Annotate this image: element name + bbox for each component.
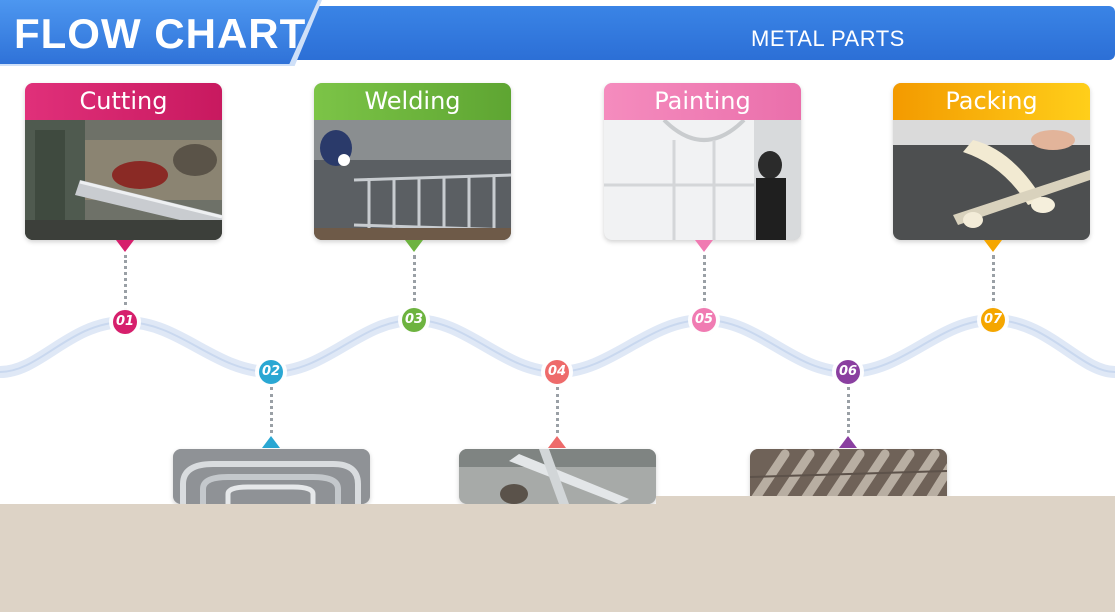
step-number-06: 06 <box>836 360 860 384</box>
step-card-painting: Painting <box>604 83 801 240</box>
footer-band <box>0 504 1115 612</box>
connector-04 <box>556 387 559 433</box>
step-label: Packing <box>893 83 1090 120</box>
step-marker-06 <box>839 436 857 448</box>
bent-tubes-photo <box>173 449 370 504</box>
polished-tubes-photo <box>459 449 656 504</box>
header-bar: METAL PARTS <box>280 6 1115 60</box>
step-card-welding: Welding <box>314 83 511 240</box>
painting-photo <box>604 120 801 240</box>
connector-01 <box>124 255 127 311</box>
pipe-cutting-photo <box>25 120 222 240</box>
step-number-02: 02 <box>259 360 283 384</box>
step-card-packing: Packing <box>893 83 1090 240</box>
step-marker-03 <box>405 240 423 252</box>
step-marker-05 <box>695 240 713 252</box>
step-card-04 <box>459 449 656 504</box>
pipe-stack-photo <box>750 449 947 504</box>
step-marker-02 <box>262 436 280 448</box>
step-card-cutting: Cutting <box>25 83 222 240</box>
step-label: Welding <box>314 83 511 120</box>
connector-03 <box>413 255 416 309</box>
step-number-03: 03 <box>402 308 426 332</box>
packing-photo <box>893 120 1090 240</box>
step-number-07: 07 <box>981 308 1005 332</box>
step-marker-07 <box>984 240 1002 252</box>
step-label: Cutting <box>25 83 222 120</box>
connector-06 <box>847 387 850 433</box>
step-number-04: 04 <box>545 360 569 384</box>
step-number-05: 05 <box>692 308 716 332</box>
connector-07 <box>992 255 995 309</box>
header-tab: FLOW CHART <box>0 0 318 64</box>
connector-05 <box>703 255 706 309</box>
step-number-01: 01 <box>113 310 137 334</box>
welding-photo <box>314 120 511 240</box>
footer-band-top <box>656 496 1115 506</box>
header-subtitle: METAL PARTS <box>751 26 905 51</box>
page-title: FLOW CHART <box>14 10 307 57</box>
step-card-02 <box>173 449 370 504</box>
step-card-06 <box>750 449 947 504</box>
connector-02 <box>270 387 273 433</box>
step-label: Painting <box>604 83 801 120</box>
step-marker-01 <box>116 240 134 252</box>
step-marker-04 <box>548 436 566 448</box>
